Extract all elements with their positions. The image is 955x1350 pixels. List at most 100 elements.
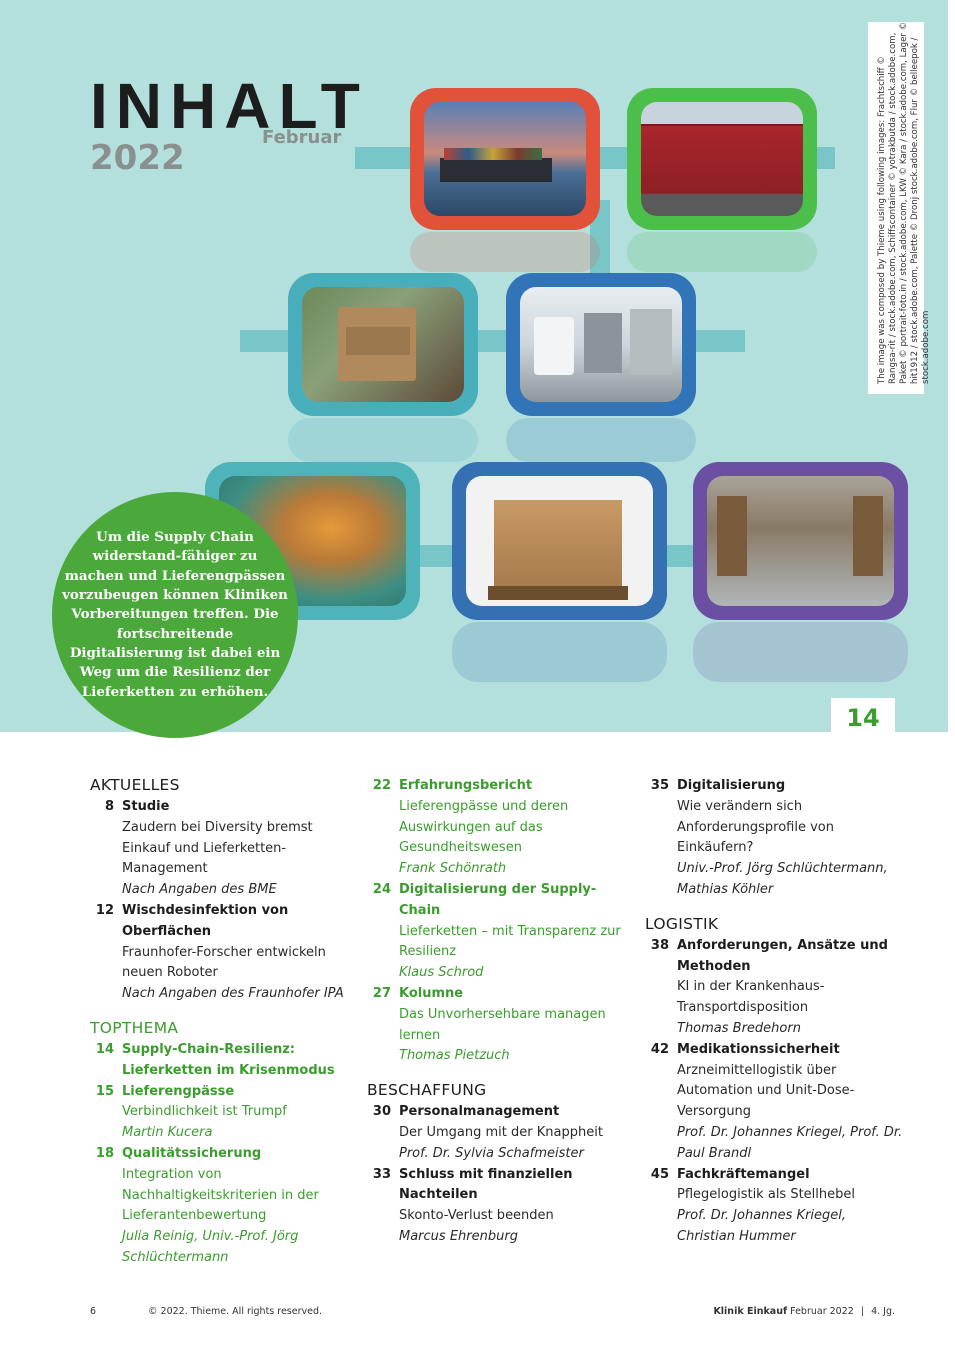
entry-page-number: 14 (95, 1041, 114, 1057)
journal-name: Klinik Einkauf (713, 1306, 788, 1317)
entry-description: Zaudern bei Diversity bremst Einkauf und… (122, 819, 313, 877)
section-heading: LOGISTIK (645, 914, 719, 933)
entry-page-number: 8 (104, 799, 114, 814)
entry-description: Das Unvorhersehbare managen lernen (399, 1006, 606, 1043)
journal-volume: 4. Jg. (871, 1306, 895, 1317)
warehouse-photo-tile (693, 462, 908, 620)
entry-author: Marcus Ehrenburg (399, 1228, 518, 1244)
entry-page-number: 18 (95, 1145, 114, 1161)
entry-author: Prof. Dr. Johannes Kriegel, Christian Hu… (677, 1208, 847, 1244)
tile-reflection (288, 418, 478, 462)
footer-separator: | (860, 1306, 865, 1317)
entry-description: Integration von Nachhaltigkeitskriterien… (122, 1166, 319, 1224)
entry-author: Prof. Dr. Johannes Kriegel, Prof. Dr. Pa… (677, 1124, 903, 1161)
entry-body: Supply-Chain-Resilienz: Lieferketten im … (122, 1040, 355, 1082)
entry-description: Arzneimittellogistik über Automation und… (677, 1062, 855, 1120)
entry-page-number: 45 (650, 1166, 669, 1182)
ship-photo-tile (410, 88, 600, 230)
entry-description: Pflegelogistik als Stellhebel (677, 1187, 856, 1203)
entry-page-number: 27 (372, 985, 391, 1001)
entry-page-number: 30 (372, 1104, 391, 1120)
entry-author: Univ.-Prof. Jörg Schlüchtermann, Mathias… (677, 861, 888, 897)
tile-reflection (410, 232, 600, 272)
section-gap (645, 901, 907, 915)
entry-author: Thomas Pietzuch (399, 1048, 510, 1064)
entry-title: Wischdesinfektion von Oberflächen (122, 902, 289, 939)
entry-author: Prof. Dr. Sylvia Schafmeister (399, 1145, 584, 1161)
section-gap (90, 1005, 355, 1019)
section-gap (367, 1067, 635, 1081)
toc-entry[interactable]: 14 Supply-Chain-Resilienz: Lieferketten i… (90, 1040, 355, 1082)
section-heading: BESCHAFFUNG (367, 1081, 487, 1100)
issue-month: Februar (262, 127, 342, 148)
tile-reflection (452, 622, 667, 682)
entry-title: Lieferengpässe (122, 1083, 235, 1099)
page-number: 6 (90, 1306, 97, 1317)
entry-title: Schluss mit finanziellen Nachteilen (399, 1166, 573, 1203)
hero-image: INHALT Februar 2022 The image was compos… (0, 0, 948, 732)
entry-author: Julia Reinig, Univ.-Prof. Jörg Schlüchte… (122, 1229, 299, 1265)
entry-description: Fraunhofer-Forscher entwickeln neuen Rob… (122, 944, 326, 981)
topthema-page-badge[interactable]: 14 (831, 698, 895, 736)
tile-reflection (627, 232, 817, 272)
image-credit-box: The image was composed by Thieme using f… (868, 22, 931, 394)
entry-title: Digitalisierung der Supply-Chain (399, 881, 597, 918)
entry-page-number: 22 (372, 778, 391, 793)
entry-author: Thomas Bredehorn (677, 1020, 801, 1036)
truck-photo-tile (506, 273, 696, 416)
entry-title: Personalmanagement (399, 1104, 560, 1120)
entry-page-number: 42 (650, 1041, 669, 1057)
journal-issue: Februar 2022 (790, 1306, 854, 1317)
tile-reflection (693, 622, 908, 682)
entry-page-number: 24 (372, 881, 391, 897)
tile-reflection (506, 418, 696, 462)
entry-description: Skonto-Verlust beenden (399, 1208, 554, 1224)
entry-description: Wie verändern sich Anforderungsprofile v… (677, 798, 834, 856)
entry-author: Nach Angaben des Fraunhofer IPA (122, 986, 344, 1002)
entry-page-number: 15 (95, 1083, 114, 1099)
page-title: INHALT (90, 70, 368, 142)
entry-author: Klaus Schrod (399, 965, 484, 981)
entry-title: Studie (122, 799, 170, 814)
entry-title: Qualitätssicherung (122, 1145, 262, 1161)
entry-title: Anforderungen, Ansätze und Methoden (677, 937, 888, 974)
entry-title: Fachkräftemangel (677, 1166, 810, 1182)
entry-description: Lieferketten – mit Transparenz zur Resil… (399, 923, 621, 960)
entry-page-number: 33 (372, 1166, 391, 1182)
entry-description: Lieferengpässe und deren Auswirkungen au… (399, 798, 569, 856)
copyright: © 2022. Thieme. All rights reserved. (148, 1306, 323, 1317)
entry-description: Verbindlichkeit ist Trumpf (122, 1104, 287, 1120)
entry-title: Digitalisierung (677, 778, 786, 793)
magazine-header: INHALT Februar 2022 (90, 74, 368, 176)
image-credit-text: The image was composed by Thieme using f… (877, 21, 931, 384)
entry-title: Supply-Chain-Resilienz: Lieferketten im … (122, 1041, 335, 1078)
box-photo-tile (288, 273, 478, 416)
